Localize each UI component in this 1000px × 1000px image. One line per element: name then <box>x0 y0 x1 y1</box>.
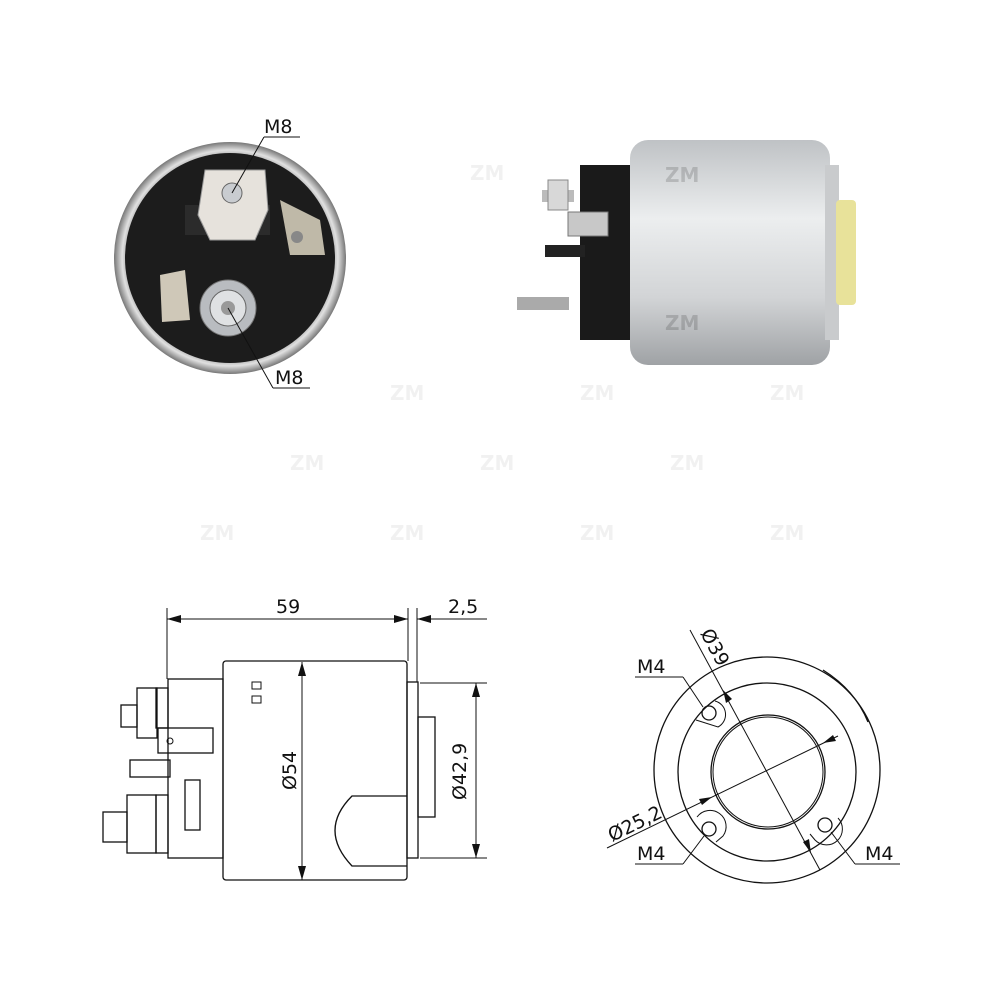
svg-text:ZM: ZM <box>665 163 699 187</box>
thread-label-top: M8 <box>264 116 292 138</box>
front-technical-drawing: Ø39 Ø25,2 M4 M4 M4 <box>605 625 900 884</box>
hole-label-top: M4 <box>637 656 665 678</box>
svg-text:ZM: ZM <box>770 381 804 405</box>
svg-text:ZM: ZM <box>390 381 424 405</box>
thread-label-bottom: M8 <box>275 367 303 389</box>
side-view-photo: ZM ZM <box>517 140 856 365</box>
front-view-photo: M8 M8 <box>114 116 346 389</box>
svg-text:ZM: ZM <box>580 521 614 545</box>
dim-bore: Ø25,2 <box>605 802 666 847</box>
svg-text:ZM: ZM <box>480 451 514 475</box>
dim-body-diameter: Ø54 <box>279 751 301 790</box>
dim-bolt-circle: Ø39 <box>696 625 734 670</box>
svg-text:ZM: ZM <box>390 521 424 545</box>
hole-label-bottom-right: M4 <box>865 843 893 865</box>
hole-label-bottom-left: M4 <box>637 843 665 865</box>
dim-flange-diameter: Ø42,9 <box>449 743 471 800</box>
svg-text:ZM: ZM <box>470 161 504 185</box>
svg-text:ZM: ZM <box>290 451 324 475</box>
svg-text:ZM: ZM <box>665 311 699 335</box>
svg-text:ZM: ZM <box>200 521 234 545</box>
dim-length: 59 <box>276 596 300 618</box>
watermark-grid: ZM ZM ZM ZM ZM ZM ZM ZM ZM ZM ZM ZM <box>200 161 804 545</box>
side-technical-drawing: 59 2,5 Ø54 Ø42,9 <box>102 596 487 881</box>
svg-text:ZM: ZM <box>580 381 614 405</box>
dim-flange: 2,5 <box>448 596 478 618</box>
svg-text:ZM: ZM <box>770 521 804 545</box>
svg-text:ZM: ZM <box>670 451 704 475</box>
